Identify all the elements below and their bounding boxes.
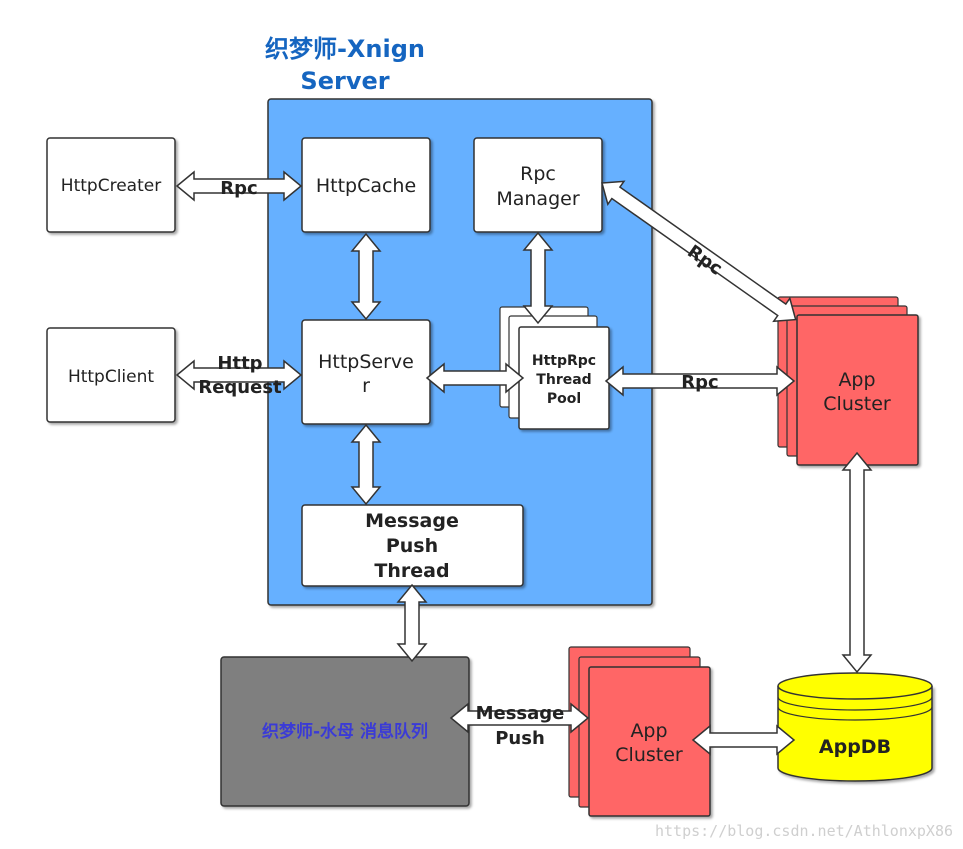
diagram-title-line2: Server [300, 67, 389, 95]
arrow-client-server [175, 359, 303, 391]
edge-label-queue-cluster-line2: Push [495, 728, 545, 749]
app-cluster-bottom-label-line1: App [630, 720, 667, 742]
http-rpc-thread-pool-node: HttpRpc Thread Pool [499, 306, 610, 430]
app-cluster-bottom-node: App Cluster [568, 646, 711, 817]
http-rpc-pool-label-line2: Thread [536, 372, 591, 388]
arrow-cluster-bottom-db [691, 724, 796, 756]
http-client-node: HttpClient [46, 327, 176, 423]
http-server-label-line2: r [362, 375, 370, 397]
edge-label-client-server-line2: Request [198, 377, 282, 398]
watermark: https://blog.csdn.net/AthlonxpX86 [655, 822, 953, 840]
message-push-thread-label-line3: Thread [374, 560, 449, 582]
edge-label-queue-cluster-line1: Message [476, 703, 565, 724]
app-cluster-bottom-label-line2: Cluster [615, 744, 683, 766]
rpc-manager-label-line1: Rpc [520, 163, 556, 185]
edge-label-creater-cache: Rpc [220, 178, 257, 199]
edge-label-client-server-line1: Http [217, 353, 262, 374]
http-creater-label: HttpCreater [61, 176, 161, 196]
diagram-title-line1: 织梦师-Xnign [265, 35, 425, 63]
http-rpc-pool-label-line1: HttpRpc [532, 353, 596, 369]
message-queue-node: 织梦师-水母 消息队列 [220, 656, 470, 807]
app-cluster-top-label-line2: Cluster [823, 393, 891, 415]
arrow-pool-cluster [604, 365, 796, 397]
message-queue-label: 织梦师-水母 消息队列 [262, 721, 428, 742]
arrow-server-pool [425, 362, 525, 394]
arrow-cluster-db [841, 451, 873, 674]
arrow-manager-cluster [601, 180, 797, 323]
app-cluster-top-node: App Cluster [777, 296, 919, 466]
rpc-manager-label-line2: Manager [496, 188, 579, 210]
http-creater-node: HttpCreater [46, 137, 176, 233]
arrow-queue-cluster [449, 702, 590, 734]
http-cache-node: HttpCache [301, 137, 431, 233]
arrow-manager-pool [522, 231, 554, 325]
http-server-label-line1: HttpServe [318, 351, 414, 373]
arrow-server-messagepush [350, 423, 382, 506]
rpc-manager-node: Rpc Manager [473, 137, 603, 233]
message-push-thread-label-line2: Push [386, 535, 438, 557]
http-cache-label: HttpCache [316, 175, 416, 197]
app-db-label: AppDB [819, 736, 891, 758]
http-rpc-pool-label-line3: Pool [547, 391, 581, 407]
http-server-node: HttpServe r [301, 319, 431, 425]
app-cluster-top-label-line1: App [838, 369, 875, 391]
http-client-label: HttpClient [68, 367, 154, 387]
arrow-messagepush-queue [396, 583, 428, 663]
edge-label-pool-cluster: Rpc [681, 372, 718, 393]
arrow-cache-server [350, 232, 382, 321]
arrow-creater-cache [175, 170, 303, 202]
message-push-thread-label-line1: Message [365, 510, 459, 532]
message-push-thread-node: Message Push Thread [301, 504, 524, 587]
app-db-node: AppDB [777, 672, 933, 782]
